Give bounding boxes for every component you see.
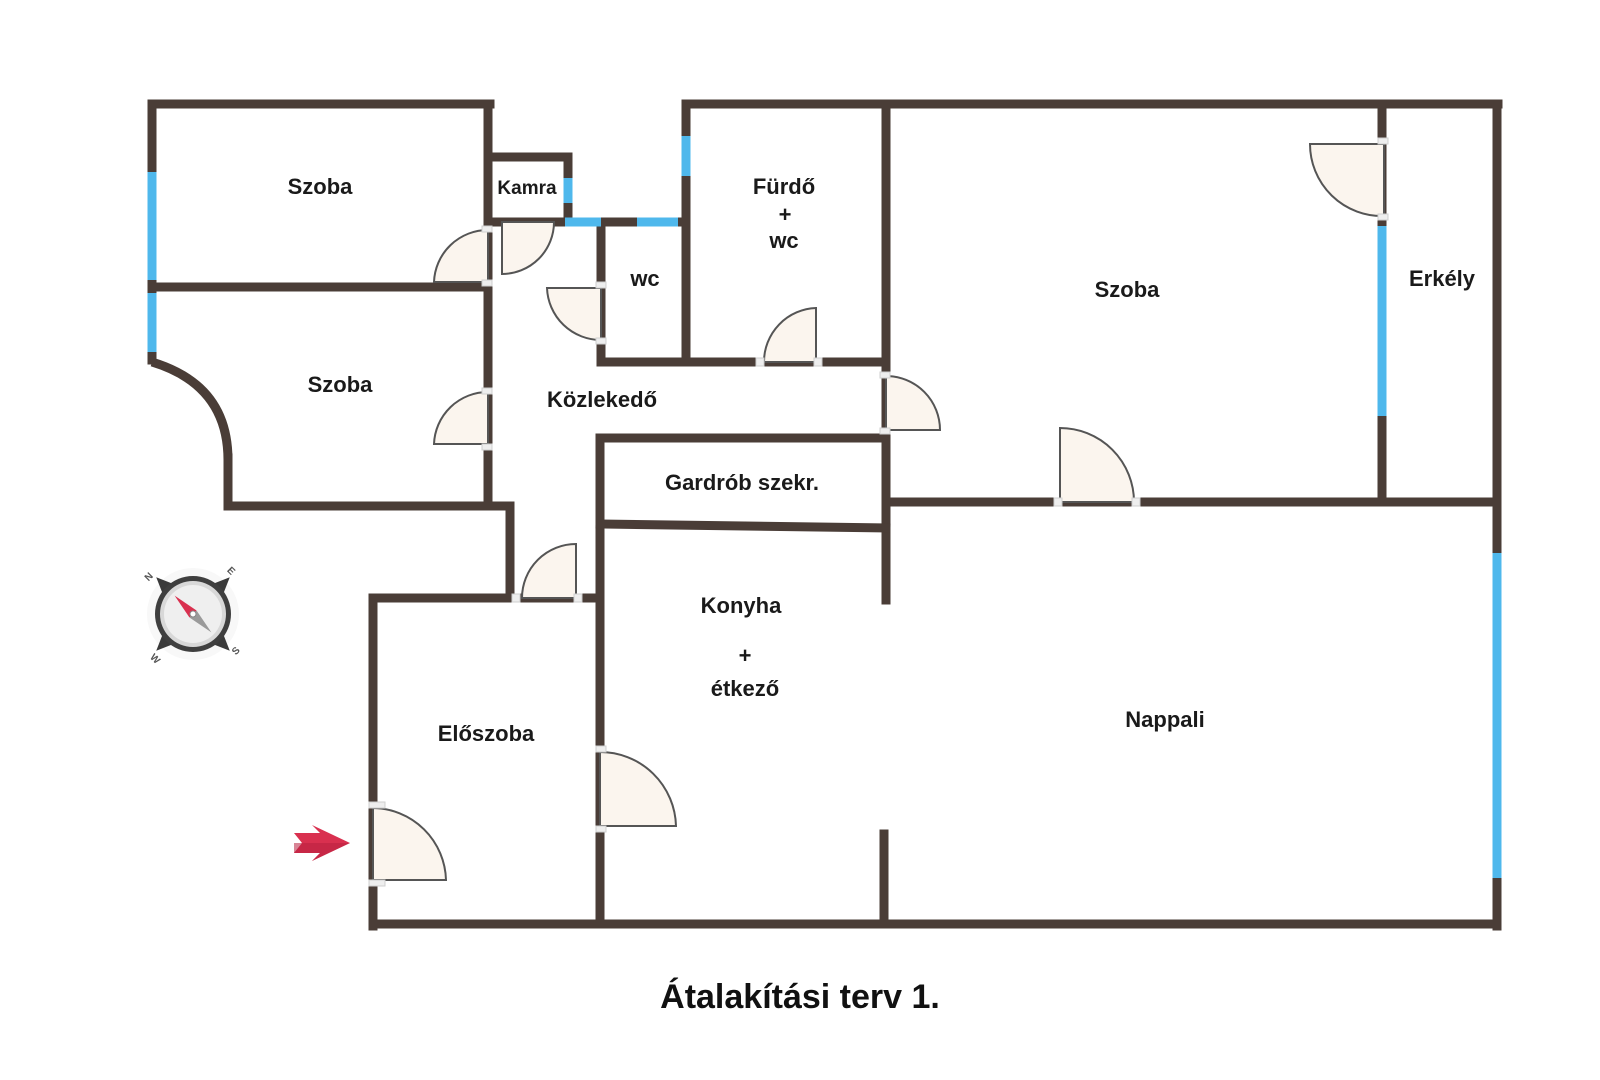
compass-letter-n: N [143,571,156,584]
compass-letter-w: W [147,652,162,667]
room-label-etkezo: étkező [711,676,779,701]
door [501,221,556,276]
door [885,374,942,431]
entrance-arrow-icon [294,825,350,861]
room-label-furdo-plus: + [779,202,792,227]
room-label-eloszoba: Előszoba [438,721,535,746]
door [1059,426,1136,503]
walls [147,99,1503,931]
entrance-door [372,806,448,881]
door [520,542,577,599]
room-label-wc: wc [629,266,659,291]
room-label-kamra: Kamra [497,178,557,199]
room-label-furdo-wc: wc [768,228,798,253]
room-label-szoba-mid: Szoba [308,372,374,397]
windows [147,136,1502,878]
doors [368,137,1389,887]
room-label-szoba-big: Szoba [1095,277,1161,302]
door [432,228,489,283]
room-labels: Szoba Kamra Fürdő + wc wc Szoba Erkély S… [288,174,1476,746]
compass-icon [147,568,239,660]
plan-caption: Átalakítási terv 1. [660,978,940,1016]
room-label-nappali: Nappali [1125,707,1204,732]
room-label-erkely: Erkély [1409,266,1476,291]
room-label-konyha-plus: + [739,643,752,668]
door [545,287,602,342]
room-label-kozlekedo: Közlekedő [547,387,657,412]
room-label-furdo: Fürdő [753,174,815,199]
door [599,750,678,827]
room-label-szoba: Szoba [288,174,354,199]
room-label-gardrob: Gardrób szekr. [665,470,819,495]
door [1308,143,1385,218]
door [762,306,817,363]
compass-letter-e: E [224,565,237,578]
room-label-konyha: Konyha [701,593,782,618]
compass-letter-s: S [230,645,243,658]
door [432,390,489,445]
